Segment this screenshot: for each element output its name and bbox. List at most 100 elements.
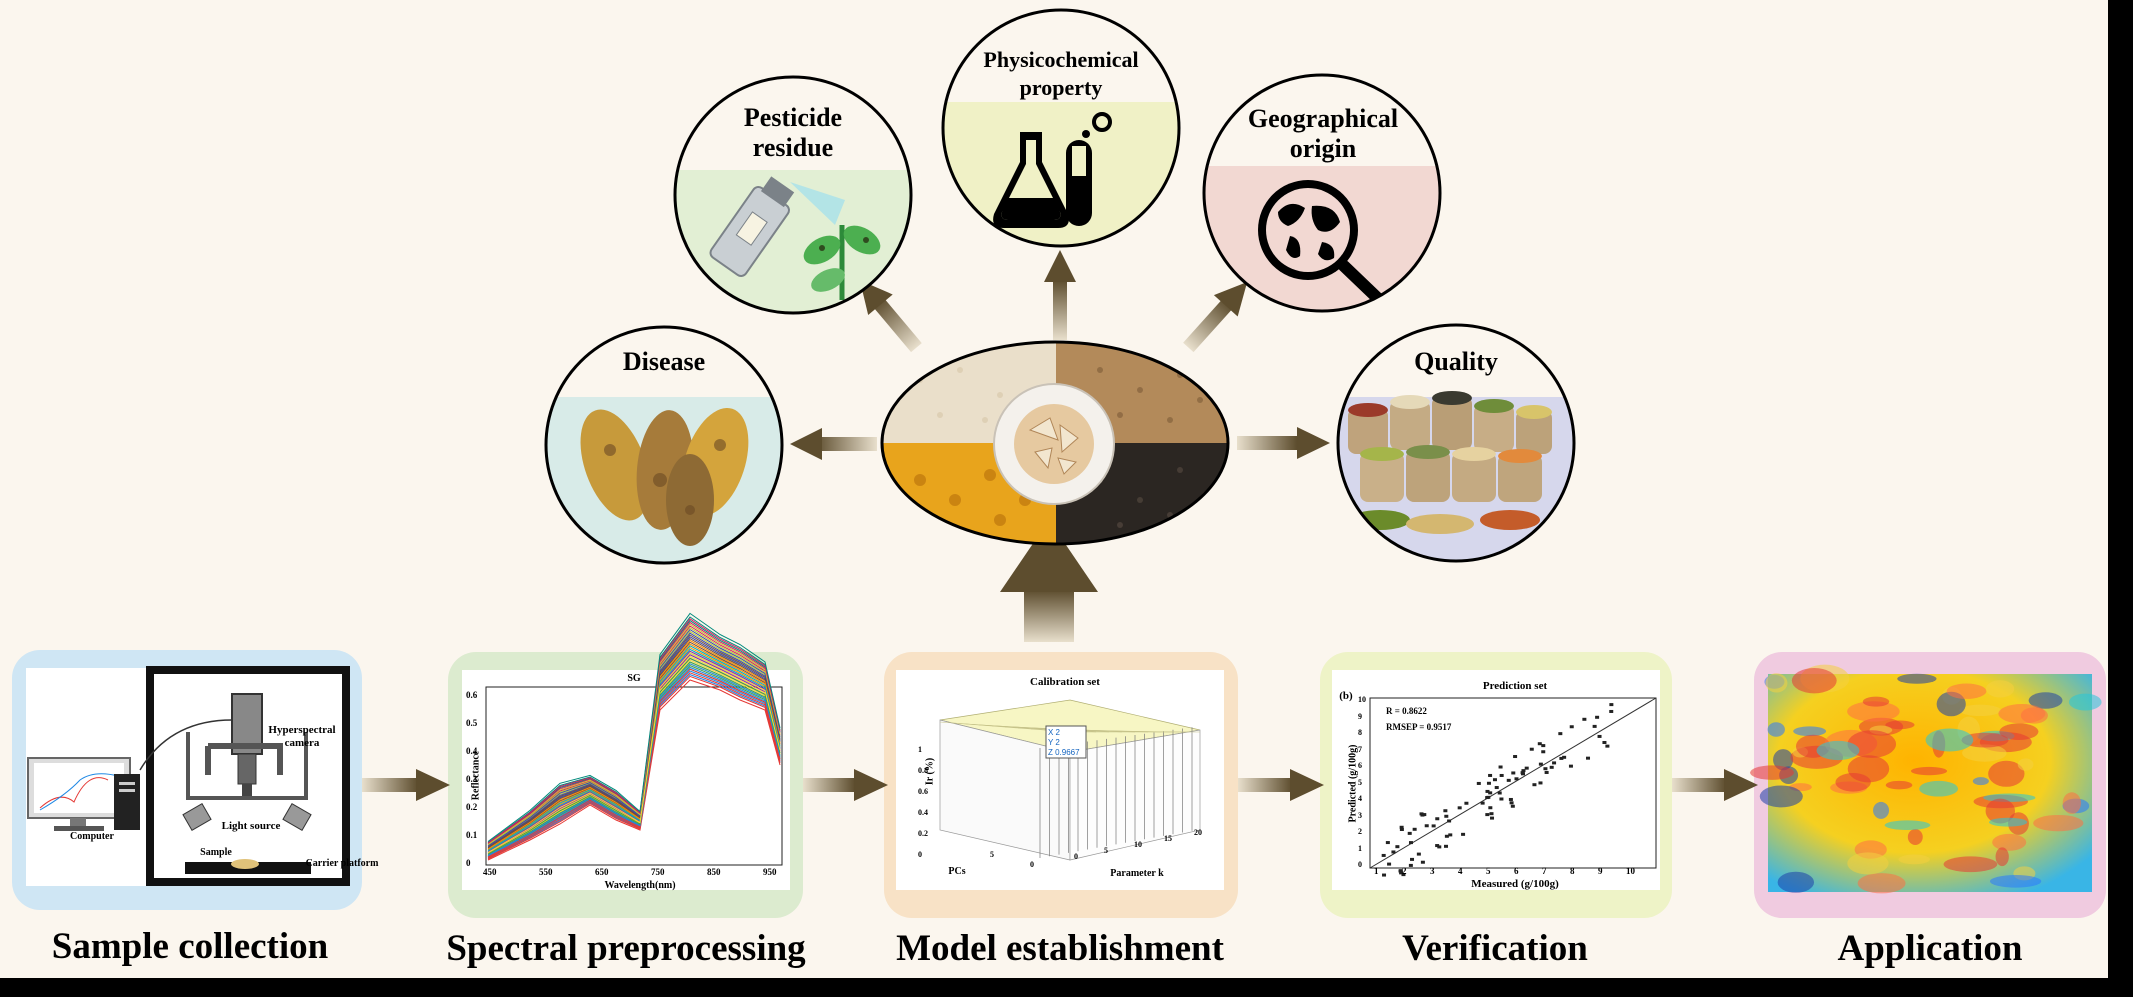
verification-xtick: 6 xyxy=(1514,866,1519,876)
scatter-point xyxy=(1488,791,1493,795)
scatter-point xyxy=(1498,765,1503,769)
heatmap-blobs xyxy=(1750,664,2102,894)
heat-blob xyxy=(1847,852,1889,875)
scatter-point xyxy=(1511,771,1516,775)
scatter-point xyxy=(1552,761,1557,765)
verification-tag: (b) xyxy=(1339,690,1353,702)
scatter-point xyxy=(1524,766,1529,770)
scatter-point xyxy=(1508,797,1513,801)
spectral-ytick: 0.3 xyxy=(466,774,478,784)
heat-blob xyxy=(1988,760,2025,787)
heat-blob xyxy=(1765,673,1788,693)
scatter-point xyxy=(1408,863,1413,867)
model-ylabel: Parameter k xyxy=(1110,868,1164,879)
heat-blob xyxy=(1992,833,2027,851)
spectral-preprocessing-panel xyxy=(448,612,803,918)
center-to-geo-arrow xyxy=(1183,282,1248,353)
heat-blob xyxy=(1910,766,1948,776)
pesticide-title-line-2: residue xyxy=(752,132,834,162)
step-arrow-2 xyxy=(803,769,888,801)
scatter-point xyxy=(1569,725,1574,729)
heat-blob xyxy=(1959,704,2002,717)
model-to-center-arrow xyxy=(1000,520,1098,642)
heat-blob xyxy=(1989,875,2042,888)
heat-blob xyxy=(1972,777,1989,786)
heat-blob xyxy=(1983,793,2036,802)
scatter-point xyxy=(1435,817,1440,821)
model-pctick: 0 xyxy=(1030,860,1034,869)
heat-blob xyxy=(2033,814,2084,832)
scatter-points xyxy=(1381,703,1614,877)
spectral-ytick: 0.5 xyxy=(466,718,478,728)
scatter-point xyxy=(1595,715,1600,719)
heat-blob xyxy=(1847,730,1897,758)
step-label-sample: Sample collection xyxy=(51,926,329,967)
scatter-point xyxy=(1609,703,1614,707)
scatter-point xyxy=(1499,797,1504,801)
scatter-point xyxy=(1382,873,1387,877)
geo-title-line-2: origin xyxy=(1289,133,1357,163)
plant-image xyxy=(803,225,881,300)
spray-bottle-image xyxy=(709,176,795,277)
heat-blob xyxy=(1946,683,1987,699)
spectral-xtick: 850 xyxy=(707,867,721,877)
sample-label: Sample xyxy=(200,847,232,858)
scatter-point xyxy=(1399,825,1404,829)
heat-blob xyxy=(1919,780,1959,797)
verification-ytick: 4 xyxy=(1358,794,1362,803)
verification-ytick: 8 xyxy=(1358,728,1362,737)
scatter-point xyxy=(1444,834,1449,838)
scatter-point xyxy=(1510,804,1515,808)
tooltip-x: X 2 xyxy=(1048,728,1061,737)
heat-blob xyxy=(1898,854,1930,865)
scatter-point xyxy=(1490,816,1495,820)
heat-blob xyxy=(1999,723,2039,740)
spectral-ytick: 0.1 xyxy=(466,830,478,840)
scatter-point xyxy=(1431,824,1436,828)
spectral-title: SG xyxy=(627,673,641,684)
scatter-point xyxy=(1399,827,1404,831)
scatter-point xyxy=(1558,732,1563,736)
scatter-point xyxy=(1391,850,1396,854)
scatter-point xyxy=(1509,801,1514,805)
pesticide-title-line-1: Pesticide xyxy=(743,103,843,132)
heat-blob xyxy=(1897,673,1937,684)
scatter-point xyxy=(1597,734,1602,738)
diagram-canvas: Disease Pesticide residue Physicochemica… xyxy=(0,0,2108,978)
spectral-ytick: 0 xyxy=(466,858,471,868)
heat-blob xyxy=(1835,773,1871,792)
scatter-point xyxy=(1543,767,1548,771)
verification-xtick: 3 xyxy=(1430,866,1435,876)
scatter-point xyxy=(1476,781,1481,785)
spectral-xtick: 450 xyxy=(483,867,497,877)
heat-blob xyxy=(2062,792,2081,814)
heat-blob xyxy=(1767,722,1785,737)
light-source-label: Light source xyxy=(221,820,281,832)
scatter-point xyxy=(1443,809,1448,813)
spectral-xtick: 950 xyxy=(763,867,777,877)
scatter-point xyxy=(1492,778,1497,782)
step-arrow-4 xyxy=(1672,769,1758,801)
spectral-curves xyxy=(487,612,781,861)
scatter-point xyxy=(1488,806,1493,810)
scatter-point xyxy=(1457,806,1462,810)
model-ztick: 0.8 xyxy=(918,766,928,775)
center-to-physchem-arrow xyxy=(1044,250,1076,340)
scatter-point xyxy=(1448,833,1453,837)
heat-blob xyxy=(1907,829,1923,845)
tooltip-z: Z 0.9667 xyxy=(1048,748,1080,757)
scatter-point xyxy=(1605,744,1610,748)
geo-title-line-1: Geographical xyxy=(1247,104,1399,133)
model-ktick: 0 xyxy=(1074,852,1078,861)
heat-blob xyxy=(1995,847,2009,867)
tooltip-y: Y 2 xyxy=(1048,738,1060,747)
model-ktick: 15 xyxy=(1164,834,1172,843)
flask-testtube-icon xyxy=(993,112,1112,228)
scatter-point xyxy=(1592,724,1597,728)
step-arrow-3 xyxy=(1238,769,1324,801)
heat-blob xyxy=(1793,726,1827,737)
spectral-xtick: 550 xyxy=(539,867,553,877)
scatter-point xyxy=(1485,789,1490,793)
application-panel xyxy=(1750,652,2106,918)
scatter-point xyxy=(1529,747,1534,751)
